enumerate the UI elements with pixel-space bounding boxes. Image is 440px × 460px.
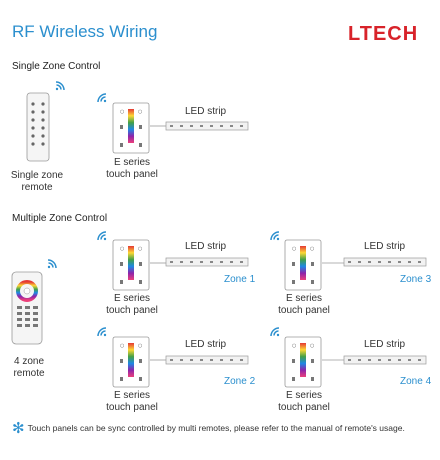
caption-line: touch panel [106,169,158,180]
zone-label: Zone 3 [400,274,432,285]
caption-line: E series [113,157,151,168]
caption-line: touch panel [106,305,158,316]
asterisk-icon: ✻ [12,420,25,437]
touch-panel-icon [284,239,322,291]
led-strip-label: LED strip [185,241,227,252]
wireless-signal-icon [97,327,107,337]
touch-panel-icon [112,239,150,291]
led-strip-icon [165,121,249,131]
led-strip-icon [165,355,249,365]
wireless-signal-icon [97,93,107,103]
four-zone-remote-caption: 4 zone remote [4,356,54,380]
led-strip-icon [343,355,427,365]
caption-line: E series [285,293,323,304]
single-zone-section-label: Single Zone Control [12,61,101,72]
led-strip-label: LED strip [364,241,406,252]
led-strip-label: LED strip [364,339,406,350]
zone-label: Zone 1 [224,274,256,285]
wireless-signal-icon [270,231,280,241]
single-panel-caption: E series touch panel [96,157,168,181]
caption-line: E series [285,390,323,401]
caption-line: remote [13,368,45,379]
wireless-signal-icon [270,327,280,337]
wireless-signal-icon [55,81,65,91]
caption-line: remote [21,182,53,193]
single-remote-caption: Single zone remote [4,170,70,194]
touch-panel-icon [112,102,150,154]
wireless-signal-icon [47,259,57,269]
footer-note: ✻Touch panels can be sync controlled by … [12,419,436,437]
multi-zone-section-label: Multiple Zone Control [12,213,108,224]
caption-line: touch panel [106,402,158,413]
brand-logo: LTECH [348,23,419,45]
led-strip-icon [343,257,427,267]
caption-line: touch panel [278,305,330,316]
zone-panel-caption: E series touch panel [268,390,340,414]
led-strip-label: LED strip [185,339,227,350]
page-title: RF Wireless Wiring [12,22,158,41]
caption-line: Single zone [10,170,64,181]
four-zone-remote [11,271,43,345]
caption-line: touch panel [278,402,330,413]
touch-panel-icon [112,336,150,388]
wireless-signal-icon [97,231,107,241]
led-strip-icon [165,257,249,267]
caption-line: 4 zone [13,356,45,367]
single-zone-remote [26,92,50,162]
zone-label: Zone 2 [224,376,256,387]
zone-panel-caption: E series touch panel [268,293,340,317]
caption-line: E series [113,293,151,304]
zone-panel-caption: E series touch panel [96,293,168,317]
touch-panel-icon [284,336,322,388]
zone-label: Zone 4 [400,376,432,387]
led-strip-label: LED strip [185,106,227,117]
footer-note-text: Touch panels can be sync controlled by m… [27,423,405,433]
caption-line: E series [113,390,151,401]
zone-panel-caption: E series touch panel [96,390,168,414]
